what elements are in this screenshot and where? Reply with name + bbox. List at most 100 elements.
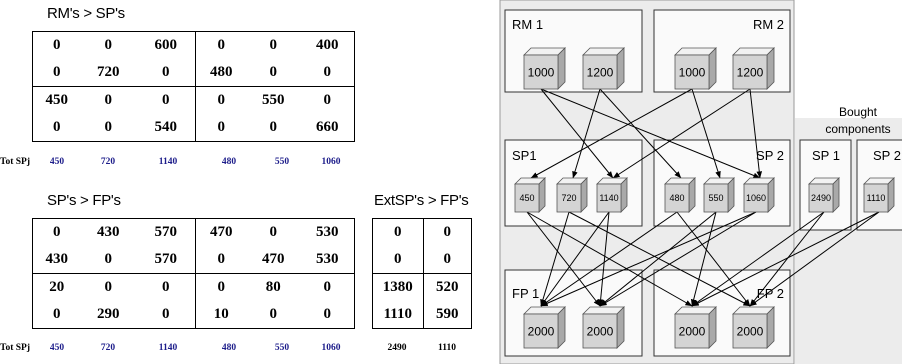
flow-arrow — [749, 211, 825, 307]
matrix-cell: 0 — [136, 301, 197, 329]
sp-cube: 550 — [703, 177, 735, 213]
matrix-cell: 0 — [80, 86, 137, 114]
matrix-cell: 290 — [80, 301, 137, 329]
matrix-cell: 0 — [80, 273, 137, 301]
total-value: 480 — [221, 157, 237, 167]
cube-value: 2000 — [528, 324, 555, 338]
cube-value: 2000 — [679, 324, 706, 338]
table-row: 0 0 — [372, 218, 473, 246]
rm2-label: RM 2 — [753, 17, 784, 32]
rm-cube: 1000 — [523, 47, 566, 90]
cube-value: 2000 — [737, 324, 764, 338]
matrix-cell: 0 — [136, 273, 197, 301]
ext-sp2-label: SP 2 — [873, 148, 901, 163]
sp-cube: 480 — [664, 177, 696, 213]
bought-heading-line: components — [825, 122, 890, 136]
matrix-cell: 530 — [300, 218, 356, 246]
flow-arrow — [540, 88, 761, 179]
matrix-cell: 540 — [136, 114, 197, 142]
matrix-cell: 0 — [31, 31, 81, 59]
table-row: 0 0 600 0 0 400 — [31, 31, 356, 59]
flow-arrow — [691, 211, 880, 307]
table-row: 1380 520 — [372, 273, 473, 301]
matrix-cell: 0 — [245, 218, 301, 246]
total-value: 1140 — [158, 343, 178, 353]
matrix-cell: 0 — [31, 59, 81, 87]
fp-cube: 2000 — [582, 306, 625, 349]
matrix2-totals: 450 720 1140 480 550 1060 — [0, 343, 360, 357]
total-value: 550 — [274, 343, 290, 353]
flow-arrow — [526, 211, 601, 307]
cube-value: 720 — [561, 193, 576, 203]
matrix-cell: 0 — [300, 86, 356, 114]
matrix-cell: 0 — [300, 273, 356, 301]
matrix2-total-label: Tot SPj — [0, 343, 31, 353]
total-value: 1110 — [438, 343, 456, 353]
matrix-cell: 1110 — [372, 301, 424, 329]
matrix-cell: 570 — [136, 246, 197, 274]
total-value: 450 — [49, 157, 65, 167]
fp-cube: 2000 — [732, 306, 775, 349]
cube-value: 1110 — [867, 193, 886, 203]
matrix-cell: 0 — [245, 114, 301, 142]
cube-value: 550 — [708, 193, 723, 203]
flow-arrow — [599, 211, 717, 307]
table-row: 20 0 0 0 80 0 — [31, 273, 356, 301]
matrix-cell: 0 — [423, 218, 473, 246]
matrix-cell: 80 — [245, 273, 301, 301]
matrix-cell: 0 — [31, 114, 81, 142]
cube-value: 1060 — [746, 193, 766, 203]
flow-arrow — [599, 211, 757, 307]
bought-heading: Bought — [839, 105, 878, 119]
matrix-cell: 1380 — [372, 273, 424, 301]
ext-sp1-label: SP 1 — [812, 148, 840, 163]
matrix-cell: 0 — [300, 59, 356, 87]
table-row: 0 720 0 480 0 0 — [31, 59, 356, 87]
flow-arrow — [568, 211, 751, 307]
flow-arrows — [526, 88, 880, 307]
table-row: 0 0 540 0 0 660 — [31, 114, 356, 142]
matrix-cell: 0 — [80, 114, 137, 142]
flow-arrow — [540, 211, 610, 307]
total-value: 1140 — [158, 157, 178, 167]
total-value: 550 — [274, 157, 290, 167]
matrix2-title: SP's > FP's — [47, 192, 121, 209]
matrix2-table: 0 430 570 470 0 530 430 0 570 0 470 530 … — [31, 218, 356, 329]
total-value: 1060 — [321, 157, 341, 167]
matrix-cell: 570 — [136, 218, 197, 246]
matrix-cell: 0 — [372, 218, 424, 246]
rm-cube: 1000 — [674, 47, 717, 90]
total-value: 720 — [100, 343, 116, 353]
flow-arrow — [749, 211, 880, 307]
cube-value: 480 — [669, 193, 684, 203]
matrix-cell: 430 — [80, 218, 137, 246]
sp-cube: 450 — [514, 177, 546, 213]
matrix-cell: 20 — [31, 273, 81, 301]
total-value: 720 — [100, 157, 116, 167]
matrix-cell: 430 — [31, 246, 81, 274]
flow-arrow — [691, 88, 721, 179]
rm-cube: 1200 — [582, 47, 625, 90]
table-row: 0 430 570 470 0 530 — [31, 218, 356, 246]
table-row: 430 0 570 0 470 530 — [31, 246, 356, 274]
matrix-cell: 0 — [217, 251, 225, 267]
cube-value: 1000 — [528, 65, 555, 79]
ext-cube: 1110 — [863, 177, 895, 213]
fp-cube: 2000 — [674, 306, 717, 349]
matrix-cell: 0 — [195, 86, 246, 114]
matrix-cell: 660 — [300, 114, 356, 142]
total-value: 450 — [49, 343, 65, 353]
matrix-cell: 10 — [195, 301, 246, 329]
matrix-cell: 0 — [245, 301, 301, 329]
total-value: 1060 — [321, 343, 341, 353]
matrix-cell: 0 — [136, 59, 197, 87]
matrix-cell: 590 — [423, 301, 473, 329]
flow-arrow — [526, 211, 693, 307]
matrix3-table: 0 0 0 0 1380 520 1110 590 — [372, 218, 473, 329]
cube-value: 1200 — [737, 65, 764, 79]
flow-arrow — [540, 211, 570, 307]
flow-arrow — [599, 88, 682, 179]
sp-cube: 1060 — [743, 177, 775, 213]
ext-cube: 2490 — [808, 177, 840, 213]
